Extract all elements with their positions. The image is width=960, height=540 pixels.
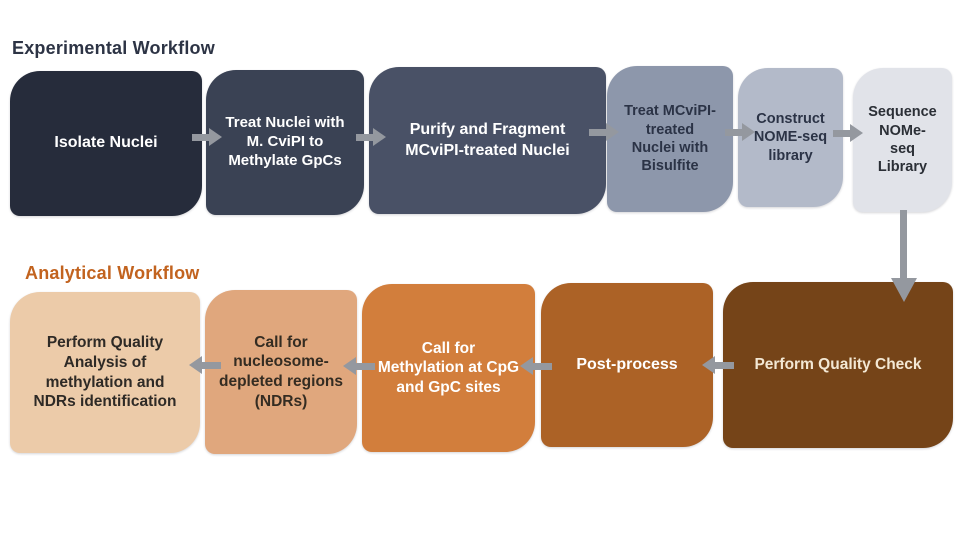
arrow-stem xyxy=(715,361,734,369)
arrow-stem xyxy=(589,128,606,136)
arrow-head xyxy=(520,357,533,375)
step-label: Treat Nuclei with M. CviPI to Methylate … xyxy=(225,114,345,169)
flow-arrow-right-icon xyxy=(356,128,386,146)
step-purify-fragment: Purify and Fragment MCviPI-treated Nucle… xyxy=(369,67,606,214)
arrow-stem xyxy=(192,133,209,141)
flow-arrow-left-icon xyxy=(520,357,552,375)
step-bisulfite-treatment: Treat MCviPI- treated Nuclei with Bisulf… xyxy=(607,66,733,212)
arrow-stem xyxy=(356,133,373,141)
flow-arrow-right-icon xyxy=(725,123,755,141)
flow-arrow-right-icon xyxy=(192,128,222,146)
arrow-head xyxy=(606,123,619,141)
arrow-stem xyxy=(725,128,742,136)
arrow-stem xyxy=(833,129,850,137)
flow-arrow-left-icon xyxy=(189,356,221,374)
arrow-stem xyxy=(202,361,221,369)
flow-arrow-left-icon xyxy=(702,356,734,374)
analytical-workflow-title: Analytical Workflow xyxy=(25,263,200,283)
step-label: Perform Quality Analysis of methylation … xyxy=(33,334,177,411)
step-label: Post-process xyxy=(576,355,678,373)
step-quality-analysis-ndr: Perform Quality Analysis of methylation … xyxy=(10,292,200,453)
step-label: Treat MCviPI- treated Nuclei with Bisulf… xyxy=(624,103,716,175)
flow-arrow-left-icon xyxy=(343,357,375,375)
arrow-head xyxy=(373,128,386,146)
step-label: Call for Methylation at CpG and GpC site… xyxy=(377,339,520,396)
step-label: Perform Quality Check xyxy=(754,356,922,374)
step-label: Sequence NOMe- seq Library xyxy=(868,104,937,176)
step-construct-library: Construct NOME-seq library xyxy=(738,68,843,207)
step-label: Construct NOME-seq library xyxy=(753,111,828,164)
experimental-workflow-title: Experimental Workflow xyxy=(12,38,215,58)
step-treat-nuclei-mcvipi: Treat Nuclei with M. CviPI to Methylate … xyxy=(206,70,364,215)
step-label: Isolate Nuclei xyxy=(54,134,158,152)
arrow-head xyxy=(850,124,863,142)
arrow-stem xyxy=(900,210,907,278)
flow-arrow-right-icon xyxy=(833,124,863,142)
step-post-process: Post-process xyxy=(541,283,713,447)
step-isolate-nuclei: Isolate Nuclei xyxy=(10,71,202,216)
arrow-head xyxy=(209,128,222,146)
arrow-head xyxy=(890,278,917,302)
step-call-ndrs: Call for nucleosome- depleted regions (N… xyxy=(205,290,357,454)
step-sequence-library: Sequence NOMe- seq Library xyxy=(853,68,952,212)
step-label: Call for nucleosome- depleted regions (N… xyxy=(218,333,344,410)
flow-arrow-right-icon xyxy=(589,123,619,141)
step-quality-check: Perform Quality Check xyxy=(723,282,953,448)
arrow-stem xyxy=(356,362,375,370)
arrow-stem xyxy=(533,362,552,370)
flow-arrow-down-icon xyxy=(890,210,917,302)
arrow-head xyxy=(702,356,715,374)
arrow-head xyxy=(189,356,202,374)
arrow-head xyxy=(343,357,356,375)
step-call-methylation: Call for Methylation at CpG and GpC site… xyxy=(362,284,535,452)
arrow-head xyxy=(742,123,755,141)
step-label: Purify and Fragment MCviPI-treated Nucle… xyxy=(405,121,570,159)
